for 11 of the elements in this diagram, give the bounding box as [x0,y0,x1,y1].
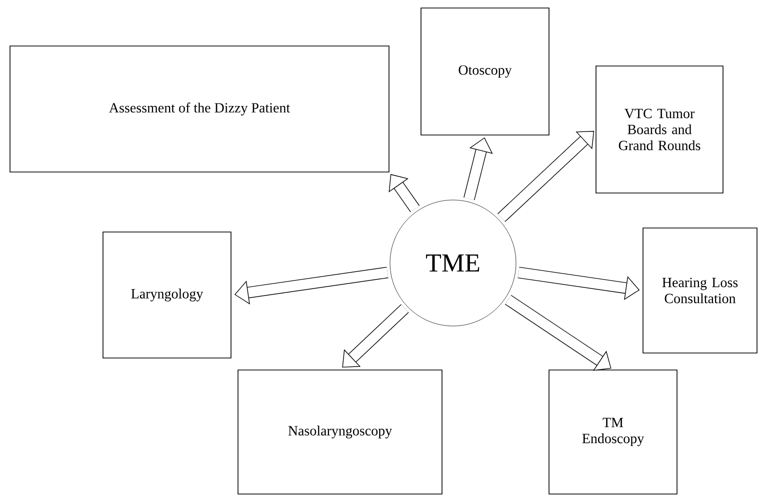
block-arrow [342,304,409,368]
block-arrow [388,174,420,212]
topic-box: TM Endoscopy [548,370,678,494]
block-arrow [504,294,612,371]
topic-box: Otoscopy [420,8,550,136]
topic-box: Nasolaryngoscopy [238,370,442,494]
topic-box: Hearing Loss Consultation [642,228,758,354]
block-arrow [497,130,594,222]
topic-box: Laryngology [102,232,232,358]
topic-box: VTC Tumor Boards and Grand Rounds [596,66,724,194]
topic-box: Assessment of the Dizzy Patient [10,46,390,172]
